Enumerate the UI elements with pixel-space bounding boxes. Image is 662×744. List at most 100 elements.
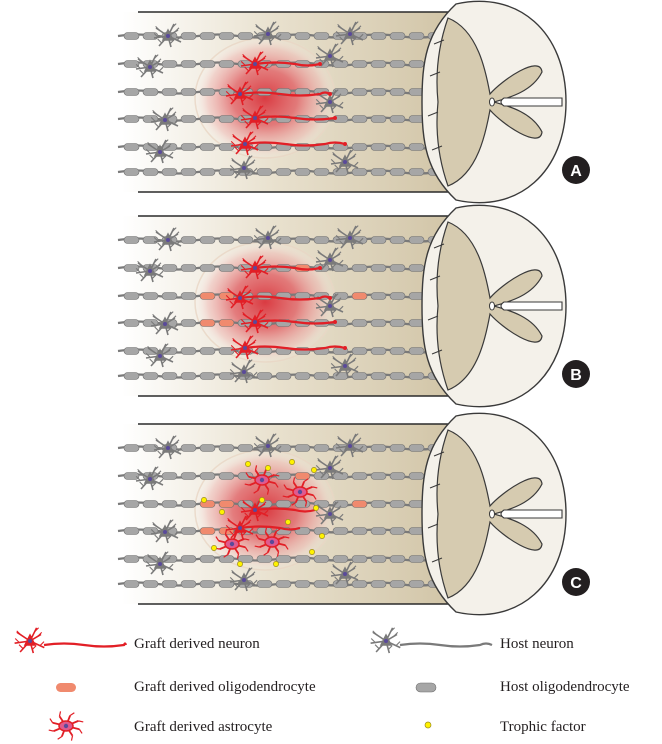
oligodendrocyte <box>371 348 386 355</box>
oligodendrocyte <box>124 348 139 355</box>
spinal-cord-cross-section <box>422 1 566 202</box>
oligodendrocyte <box>181 144 196 151</box>
trophic-factor-dot <box>313 505 318 510</box>
panel-label: A <box>570 163 582 180</box>
legend-host-oligodendrocyte-icon <box>416 683 436 692</box>
oligodendrocyte <box>257 556 272 563</box>
oligodendrocyte <box>371 237 386 244</box>
oligodendrocyte <box>143 169 158 176</box>
oligodendrocyte <box>143 89 158 96</box>
oligodendrocyte <box>124 237 139 244</box>
oligodendrocyte <box>295 581 310 588</box>
oligodendrocyte <box>371 265 386 272</box>
oligodendrocyte <box>409 445 424 452</box>
oligodendrocyte <box>295 373 310 380</box>
oligodendrocyte <box>200 293 215 300</box>
oligodendrocyte <box>257 373 272 380</box>
oligodendrocyte <box>200 320 215 327</box>
oligodendrocyte <box>409 237 424 244</box>
oligodendrocyte <box>371 61 386 68</box>
oligodendrocyte <box>238 33 253 40</box>
oligodendrocyte <box>314 33 329 40</box>
oligodendrocyte <box>390 581 405 588</box>
oligodendrocyte <box>295 556 310 563</box>
oligodendrocyte <box>276 373 291 380</box>
synapse <box>328 92 332 96</box>
oligodendrocyte <box>238 473 253 480</box>
trophic-factor-dot <box>259 497 264 502</box>
oligodendrocyte <box>409 33 424 40</box>
oligodendrocyte <box>200 61 215 68</box>
oligodendrocyte <box>143 581 158 588</box>
oligodendrocyte <box>200 89 215 96</box>
oligodendrocyte <box>371 144 386 151</box>
oligodendrocyte <box>238 445 253 452</box>
oligodendrocyte <box>200 265 215 272</box>
oligodendrocyte <box>409 265 424 272</box>
oligodendrocyte <box>409 144 424 151</box>
oligodendrocyte <box>200 373 215 380</box>
panel-label: C <box>570 575 582 592</box>
oligodendrocyte <box>162 265 177 272</box>
trophic-factor-dot <box>201 497 206 502</box>
oligodendrocyte <box>409 473 424 480</box>
oligodendrocyte <box>409 61 424 68</box>
oligodendrocyte <box>276 501 291 508</box>
oligodendrocyte <box>409 373 424 380</box>
oligodendrocyte <box>371 89 386 96</box>
trophic-factor-dot <box>311 467 316 472</box>
oligodendrocyte <box>390 373 405 380</box>
trophic-factor-dot <box>219 509 224 514</box>
host-axon-row <box>118 373 455 380</box>
oligodendrocyte <box>333 373 348 380</box>
synapse <box>333 116 337 120</box>
oligodendrocyte <box>371 473 386 480</box>
oligodendrocyte <box>257 348 272 355</box>
oligodendrocyte <box>124 116 139 123</box>
oligodendrocyte <box>200 33 215 40</box>
oligodendrocyte <box>352 89 367 96</box>
oligodendrocyte <box>124 265 139 272</box>
panel-b: B <box>118 205 590 406</box>
oligodendrocyte <box>124 320 139 327</box>
oligodendrocyte <box>143 373 158 380</box>
oligodendrocyte <box>371 556 386 563</box>
oligodendrocyte <box>295 33 310 40</box>
oligodendrocyte <box>181 265 196 272</box>
host-neuron-cell <box>371 628 401 653</box>
oligodendrocyte <box>124 144 139 151</box>
host-axon-row <box>118 581 455 588</box>
oligodendrocyte <box>181 348 196 355</box>
oligodendrocyte <box>390 265 405 272</box>
oligodendrocyte <box>352 373 367 380</box>
spinal-cord-cross-section <box>422 413 566 614</box>
oligodendrocyte <box>390 169 405 176</box>
oligodendrocyte <box>219 320 234 327</box>
oligodendrocyte <box>124 528 139 535</box>
oligodendrocyte <box>257 144 272 151</box>
oligodendrocyte <box>200 348 215 355</box>
trophic-factor-dot <box>211 545 216 550</box>
oligodendrocyte <box>162 501 177 508</box>
trophic-factor-dot <box>237 561 242 566</box>
oligodendrocyte <box>352 265 367 272</box>
oligodendrocyte <box>219 33 234 40</box>
oligodendrocyte <box>124 61 139 68</box>
oligodendrocyte <box>200 581 215 588</box>
oligodendrocyte <box>219 61 234 68</box>
oligodendrocyte <box>333 581 348 588</box>
oligodendrocyte <box>352 473 367 480</box>
spinal-cord-cross-section <box>422 205 566 406</box>
oligodendrocyte <box>333 528 348 535</box>
host-axon-row <box>118 473 455 480</box>
trophic-factor-dot <box>309 549 314 554</box>
oligodendrocyte <box>219 445 234 452</box>
oligodendrocyte <box>390 528 405 535</box>
synapse <box>343 346 347 350</box>
trophic-factor-dot <box>319 533 324 538</box>
synapse <box>318 266 322 270</box>
host-axon-row <box>118 169 455 176</box>
oligodendrocyte <box>276 556 291 563</box>
oligodendrocyte <box>200 473 215 480</box>
